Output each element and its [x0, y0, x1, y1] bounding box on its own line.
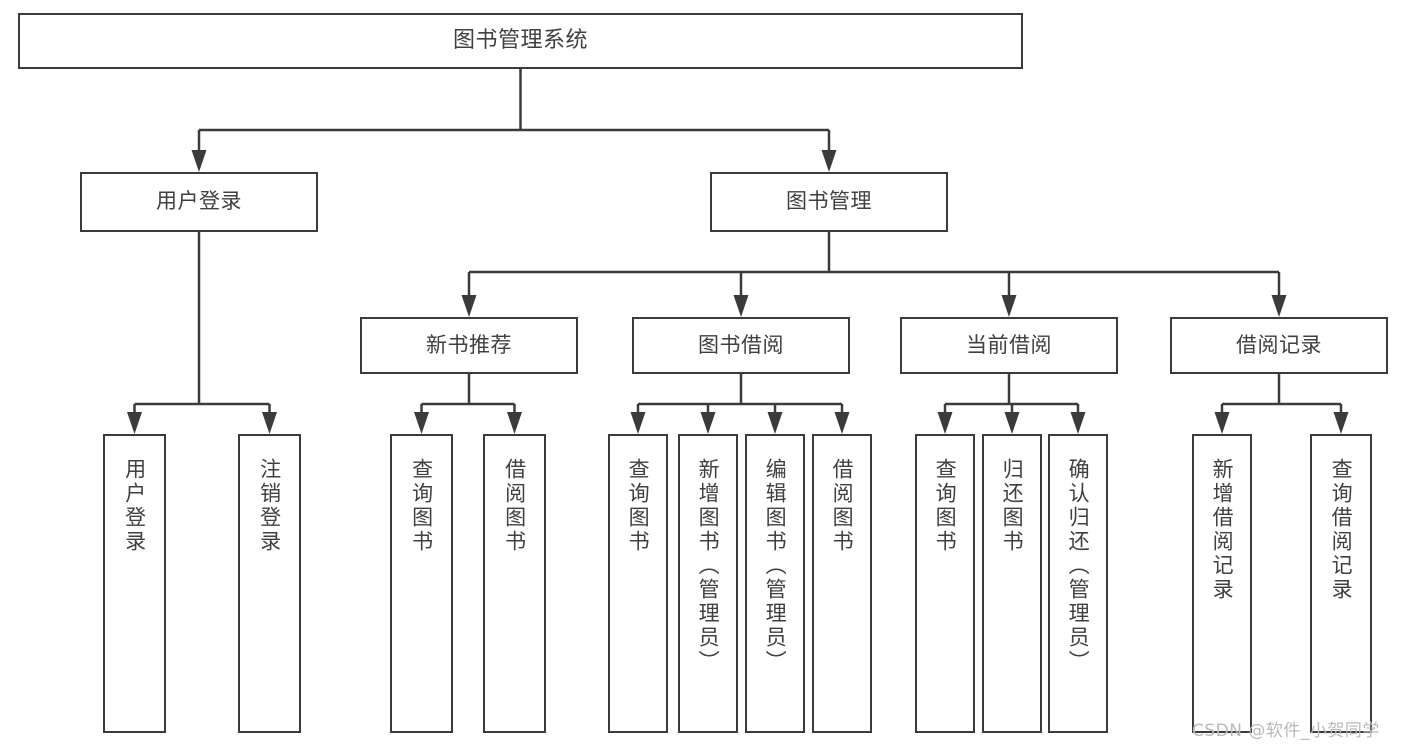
node-label: 确认归还（管理员）: [1066, 458, 1091, 674]
arrowhead-l3_0: [461, 295, 477, 317]
node-label: 归还图书: [1000, 458, 1025, 554]
node-label: 新增借阅记录: [1210, 458, 1235, 602]
node-label: 当前借阅: [966, 332, 1052, 357]
node-label: 图书管理: [786, 189, 872, 214]
node-leaf-6[interactable]: 编辑图书（管理员）: [745, 434, 805, 733]
node-label: 新书推荐: [426, 332, 512, 357]
node-label: 借阅图书: [830, 458, 855, 554]
node-leaf-2[interactable]: 查询图书: [390, 434, 453, 733]
node-l3-0[interactable]: 新书推荐: [360, 317, 578, 374]
arrowhead-leaf_7: [834, 412, 850, 434]
node-leaf-8[interactable]: 查询图书: [915, 434, 975, 733]
arrowhead-leaf_9: [1004, 412, 1020, 434]
arrowhead-l3_3: [1271, 295, 1287, 317]
node-leaf-7[interactable]: 借阅图书: [812, 434, 872, 733]
node-label: 注销登录: [257, 458, 282, 554]
node-leaf-10[interactable]: 确认归还（管理员）: [1048, 434, 1108, 733]
node-label: 用户登录: [122, 458, 147, 554]
arrowhead-l3_1: [733, 295, 749, 317]
node-l2-0[interactable]: 用户登录: [80, 172, 318, 232]
arrowhead-leaf_8: [937, 412, 953, 434]
node-label: 查询图书: [626, 458, 651, 554]
arrowhead-leaf_12: [1333, 412, 1349, 434]
arrowhead-l2_1: [821, 150, 837, 172]
node-leaf-5[interactable]: 新增图书（管理员）: [678, 434, 738, 733]
arrowhead-leaf_2: [414, 412, 429, 434]
arrowhead-leaf_1: [262, 412, 277, 434]
node-leaf-3[interactable]: 借阅图书: [483, 434, 546, 733]
arrowhead-leaf_10: [1070, 412, 1086, 434]
arrowhead-leaf_6: [767, 412, 783, 434]
node-leaf-9[interactable]: 归还图书: [982, 434, 1042, 733]
node-l3-2[interactable]: 当前借阅: [900, 317, 1118, 374]
node-label: 图书借阅: [698, 332, 784, 357]
node-label: 查询图书: [933, 458, 958, 554]
node-leaf-11[interactable]: 新增借阅记录: [1192, 434, 1252, 733]
arrowhead-leaf_3: [507, 412, 522, 434]
node-leaf-12[interactable]: 查询借阅记录: [1310, 434, 1372, 733]
arrowhead-leaf_0: [127, 412, 142, 434]
node-root[interactable]: 图书管理系统: [18, 13, 1023, 69]
node-label: 图书管理系统: [452, 27, 588, 53]
node-leaf-1[interactable]: 注销登录: [238, 434, 301, 733]
node-leaf-0[interactable]: 用户登录: [103, 434, 166, 733]
arrowhead-l2_0: [191, 150, 207, 172]
arrowhead-leaf_5: [700, 412, 716, 434]
node-l3-3[interactable]: 借阅记录: [1170, 317, 1388, 374]
node-label: 查询图书: [409, 458, 434, 554]
node-label: 编辑图书（管理员）: [763, 458, 788, 674]
node-l3-1[interactable]: 图书借阅: [632, 317, 850, 374]
node-label: 查询借阅记录: [1329, 458, 1354, 602]
node-leaf-4[interactable]: 查询图书: [608, 434, 668, 733]
arrowhead-l3_2: [1001, 295, 1017, 317]
arrowhead-leaf_4: [630, 412, 646, 434]
node-l2-1[interactable]: 图书管理: [710, 172, 948, 232]
arrowhead-leaf_11: [1214, 412, 1230, 434]
node-label: 借阅图书: [502, 458, 527, 554]
node-label: 用户登录: [156, 189, 242, 214]
node-label: 借阅记录: [1236, 332, 1322, 357]
node-label: 新增图书（管理员）: [696, 458, 721, 674]
